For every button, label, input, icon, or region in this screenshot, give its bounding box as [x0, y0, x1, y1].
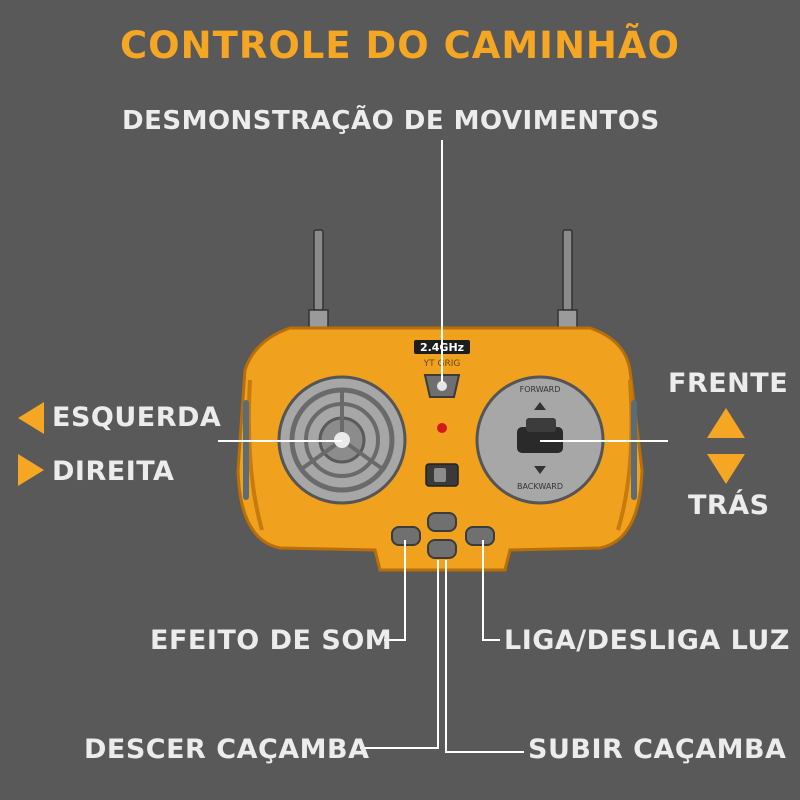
right-arrow-icon [18, 454, 44, 486]
power-led [437, 423, 447, 433]
forward-label: FRENTE [668, 368, 789, 399]
light-button[interactable] [465, 526, 495, 546]
back-label: TRÁS [688, 490, 770, 521]
demo-button[interactable] [423, 374, 461, 398]
left-arrow-icon [18, 402, 44, 434]
up-arrow-icon [707, 408, 745, 438]
page-title: CONTROLE DO CAMINHÃO [120, 24, 680, 67]
steering-joystick[interactable] [277, 375, 407, 505]
backward-text: BACKWARD [517, 482, 563, 491]
left-label: ESQUERDA [52, 402, 222, 433]
power-switch[interactable] [425, 463, 459, 487]
right-antenna [557, 229, 578, 329]
light-label: LIGA/DESLIGA LUZ [504, 625, 790, 656]
left-antenna [308, 229, 329, 329]
right-label: DIREITA [52, 456, 175, 487]
demo-label: DESMONSTRAÇÃO DE MOVIMENTOS [122, 106, 660, 136]
callout-lines [218, 140, 668, 753]
forward-text: FORWARD [520, 385, 561, 394]
raise-label: SUBIR CAÇAMBA [528, 734, 787, 765]
lower-bed-button[interactable] [427, 539, 457, 559]
sound-label: EFEITO DE SOM [150, 625, 393, 656]
raise-bed-button[interactable] [427, 512, 457, 532]
down-arrow-icon [707, 454, 745, 484]
lower-label: DESCER CAÇAMBA [84, 734, 370, 765]
